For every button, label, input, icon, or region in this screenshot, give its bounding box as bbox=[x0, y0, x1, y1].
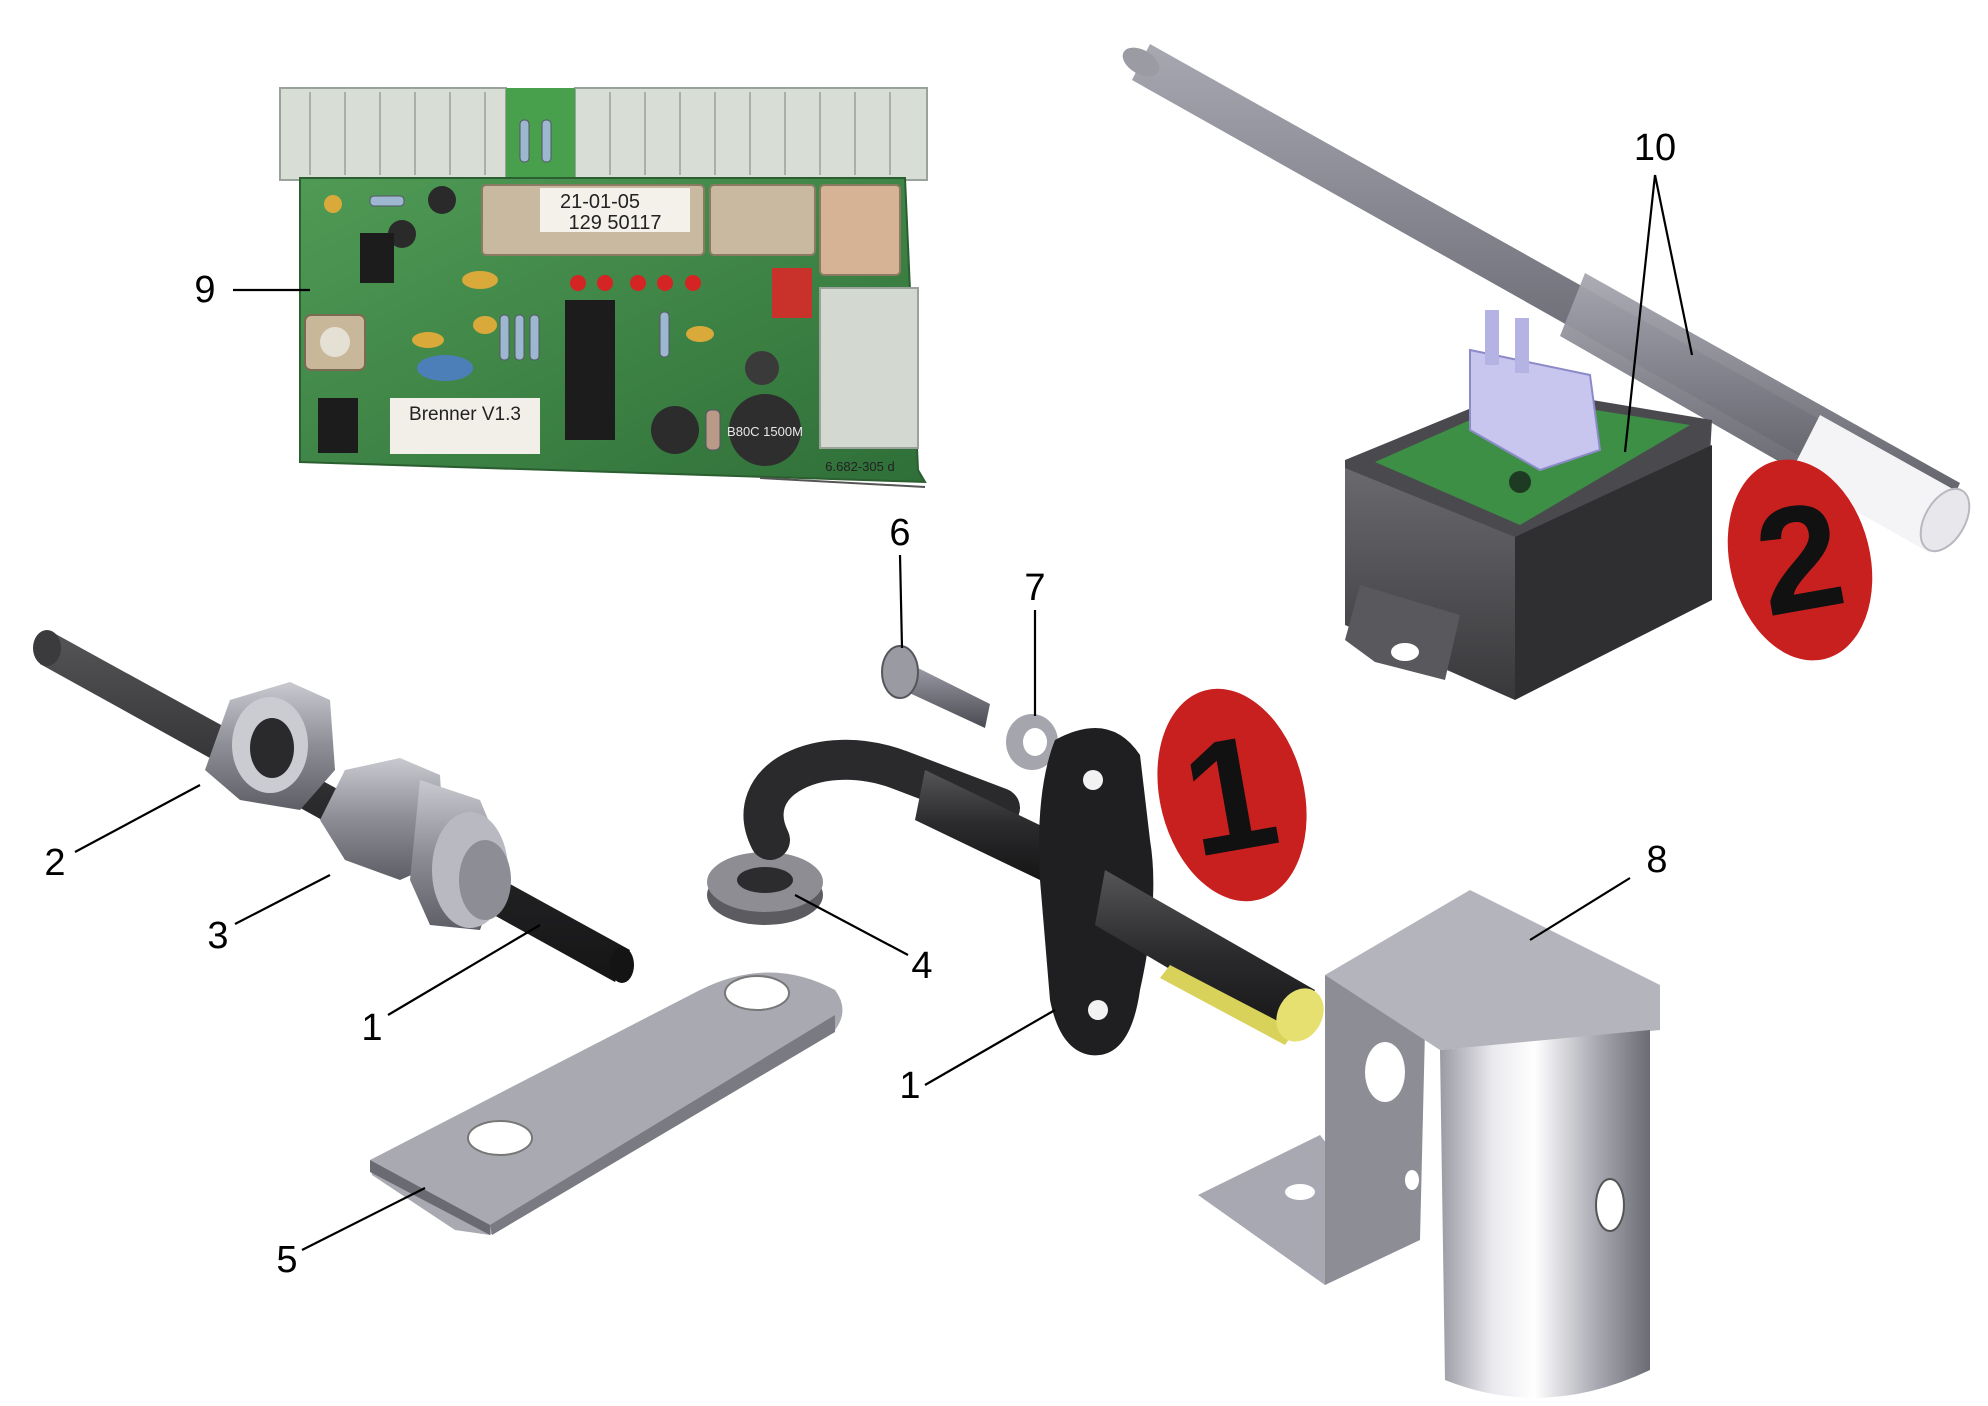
relay-3 bbox=[819, 184, 901, 276]
sensor-bracket bbox=[1198, 890, 1660, 1398]
leader-3 bbox=[234, 874, 331, 925]
leader-4 bbox=[794, 894, 909, 956]
rectifier-text: B80C 1500M bbox=[727, 424, 803, 439]
rubber-grommet bbox=[707, 852, 823, 925]
trimmer-knob bbox=[320, 327, 350, 357]
bridge-rectifier bbox=[729, 394, 801, 466]
left-cable-rod-tip bbox=[610, 947, 634, 983]
led-row bbox=[570, 275, 701, 291]
leader-1b bbox=[924, 1009, 1056, 1086]
sensor-probe-yellow bbox=[1160, 965, 1295, 1045]
callout-9: 9 bbox=[194, 269, 215, 311]
electrolytic-capacitor-4 bbox=[651, 406, 699, 454]
callout-1-left: 1 bbox=[361, 1007, 382, 1049]
pcb-number-text: 129 50117 bbox=[568, 212, 661, 234]
badge-2: 2 bbox=[1727, 459, 1873, 661]
sensor-probe-tip bbox=[1276, 988, 1324, 1042]
sensor-rod-end bbox=[1122, 47, 1160, 77]
box-side-face bbox=[1515, 445, 1712, 700]
flame-sensor bbox=[743, 728, 1324, 1056]
cable-gland bbox=[320, 758, 511, 930]
bracket-hole-small bbox=[1405, 1170, 1419, 1190]
callout-labels: 9 10 2 3 1 4 5 6 7 1 8 bbox=[44, 127, 1676, 1281]
terminal-slots bbox=[309, 92, 891, 175]
pcb-edge-line bbox=[759, 477, 926, 488]
leader-10b bbox=[1653, 174, 1694, 356]
leader-2 bbox=[74, 784, 201, 853]
optocoupler-1 bbox=[360, 233, 394, 283]
pcb-date-text: 21-01-05 bbox=[560, 191, 640, 213]
terminal-strip-top-left bbox=[279, 87, 507, 181]
mounting-plate bbox=[370, 972, 843, 1235]
sensor-probe bbox=[1095, 870, 1315, 1040]
sensor-housing-box bbox=[1345, 310, 1712, 700]
callout-5: 5 bbox=[276, 1239, 297, 1281]
sensor-rod-assembly bbox=[1122, 44, 1971, 553]
callout-4: 4 bbox=[911, 945, 932, 987]
callout-6: 6 bbox=[889, 512, 910, 554]
callout-2: 2 bbox=[44, 842, 65, 884]
red-capacitor bbox=[772, 268, 812, 318]
leader-lines bbox=[74, 174, 1694, 1251]
blue-capacitor bbox=[417, 355, 473, 381]
lock-nut bbox=[205, 682, 335, 810]
leader-5 bbox=[301, 1187, 426, 1251]
box-screw-hole bbox=[1509, 471, 1531, 493]
bracket-cylinder-hole bbox=[1595, 1178, 1625, 1232]
sensor-cable bbox=[743, 739, 1020, 860]
screw bbox=[881, 645, 990, 728]
relay-2 bbox=[709, 184, 816, 256]
pcb-date-label bbox=[540, 188, 690, 232]
sensor-body bbox=[915, 770, 1050, 880]
badge-1: 1 bbox=[1157, 688, 1307, 902]
left-cable-assembly bbox=[33, 630, 634, 983]
pcb-board-code: 6.682-305 d bbox=[825, 459, 894, 474]
resistors bbox=[369, 119, 721, 451]
ic-chip bbox=[565, 300, 615, 440]
box-mounting-hole bbox=[1391, 643, 1419, 661]
pcb-version-text: Brenner V1.3 bbox=[409, 404, 521, 425]
flange-hole-bottom bbox=[1088, 1000, 1108, 1020]
bracket-cylinder bbox=[1440, 1030, 1650, 1398]
terminal-strip-green-gap bbox=[506, 88, 575, 180]
bracket-hole-base bbox=[1285, 1184, 1315, 1200]
electrolytic-capacitor-3 bbox=[745, 351, 779, 385]
leader-8 bbox=[1529, 877, 1631, 941]
bracket-hole-side bbox=[1365, 1042, 1405, 1102]
ceramic-capacitors bbox=[324, 195, 714, 348]
control-board-pcb: 21-01-05 129 50117 B80C 1500M Brenner V1… bbox=[279, 87, 928, 488]
sensor-rod-tip bbox=[1790, 415, 1960, 553]
callout-10: 10 bbox=[1634, 127, 1676, 169]
sensor-connector bbox=[1469, 310, 1602, 472]
leader-1a bbox=[387, 924, 541, 1016]
bracket-top bbox=[1325, 890, 1660, 1050]
optocoupler-2 bbox=[318, 398, 358, 453]
sensor-rod-tip-cap bbox=[1919, 487, 1971, 553]
terminal-block-right bbox=[819, 287, 919, 449]
electrolytic-capacitor-1 bbox=[428, 186, 456, 214]
left-cable-rod-end bbox=[33, 630, 61, 666]
plate-hole-2 bbox=[724, 975, 790, 1011]
leader-6 bbox=[898, 554, 904, 649]
plate-hole-1 bbox=[467, 1120, 533, 1156]
callout-1-center: 1 bbox=[899, 1065, 920, 1107]
pcb-version-label bbox=[390, 398, 540, 454]
callout-7: 7 bbox=[1024, 567, 1045, 609]
flange-hole-top bbox=[1083, 770, 1103, 790]
leader-10a bbox=[1623, 174, 1657, 453]
callout-3: 3 bbox=[207, 915, 228, 957]
washer bbox=[1006, 714, 1058, 770]
callout-8: 8 bbox=[1646, 839, 1667, 881]
sensor-flange bbox=[1039, 728, 1154, 1056]
electrolytic-capacitor-2 bbox=[388, 220, 416, 248]
box-mounting-tab bbox=[1345, 585, 1460, 680]
